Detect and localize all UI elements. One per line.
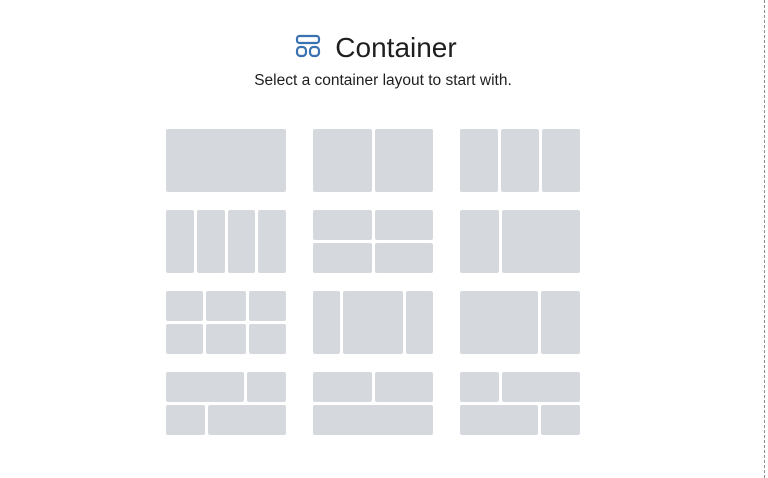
layout-cell (166, 372, 244, 402)
layout-option-three-by-two[interactable] (166, 291, 287, 354)
layout-row (166, 372, 286, 402)
layout-cell (166, 210, 194, 273)
layout-option-narrow-wide-narrow[interactable] (313, 291, 433, 354)
layout-cell (374, 210, 433, 240)
layout-cell (460, 372, 499, 402)
layout-cell (249, 291, 287, 321)
layout-row (313, 210, 433, 240)
header: Container (0, 32, 752, 64)
layout-cell (166, 129, 286, 192)
layout-row (460, 372, 580, 402)
layout-option-three-columns[interactable] (460, 129, 580, 192)
layout-cell (205, 324, 247, 354)
layout-row (166, 324, 287, 354)
layout-cell (247, 372, 286, 402)
layout-option-one-column[interactable] (166, 129, 286, 192)
layout-cell (541, 291, 580, 354)
layout-cell (460, 129, 498, 192)
layout-option-two-columns[interactable] (313, 129, 433, 192)
layout-cell (313, 210, 372, 240)
layout-row (313, 291, 433, 354)
layout-option-wide-narrow[interactable] (460, 291, 580, 354)
container-layout-icon (295, 34, 321, 63)
layout-cell (166, 405, 205, 435)
layout-cell (249, 324, 287, 354)
layout-row (460, 405, 580, 435)
layout-cell (374, 372, 433, 402)
layout-option-two-by-two[interactable] (313, 210, 433, 273)
layout-cell (460, 291, 538, 354)
layout-row (166, 129, 286, 192)
layout-option-two-columns-one-row[interactable] (313, 372, 433, 435)
layout-cell (313, 129, 372, 192)
layout-cell (166, 291, 203, 321)
layout-row (166, 405, 286, 435)
layout-cell (313, 243, 372, 273)
layout-cell (313, 405, 433, 435)
subtitle: Select a container layout to start with. (254, 72, 512, 89)
layout-cell (502, 372, 580, 402)
layout-cell (502, 210, 580, 273)
layout-options-grid (166, 129, 580, 435)
layout-cell (343, 291, 403, 354)
layout-row (313, 243, 433, 273)
layout-option-narrow-wide[interactable] (460, 210, 580, 273)
layout-cell (313, 372, 372, 402)
layout-row (460, 129, 580, 192)
canvas-edge-divider (764, 0, 765, 478)
page-title: Container (335, 32, 457, 63)
layout-row (313, 405, 433, 435)
layout-cell (227, 210, 256, 273)
layout-cell (460, 210, 499, 273)
layout-cell (208, 405, 286, 435)
layout-cell (405, 291, 433, 354)
layout-cell (460, 405, 538, 435)
layout-cell (501, 129, 539, 192)
layout-row (460, 210, 580, 273)
layout-cell (258, 210, 286, 273)
layout-cell (374, 129, 433, 192)
layout-cell (205, 291, 247, 321)
layout-row (166, 291, 287, 321)
layout-option-narrow-wide-wide-narrow[interactable] (460, 372, 580, 435)
layout-cell (374, 243, 433, 273)
layout-cell (542, 129, 580, 192)
layout-row (166, 210, 286, 273)
layout-cell (541, 405, 580, 435)
layout-cell (196, 210, 225, 273)
layout-cell (313, 291, 341, 354)
layout-row (313, 372, 433, 402)
layout-option-four-columns[interactable] (166, 210, 286, 273)
layout-cell (166, 324, 203, 354)
layout-option-wide-narrow-narrow-wide[interactable] (166, 372, 286, 435)
layout-row (313, 129, 433, 192)
layout-row (460, 291, 580, 354)
